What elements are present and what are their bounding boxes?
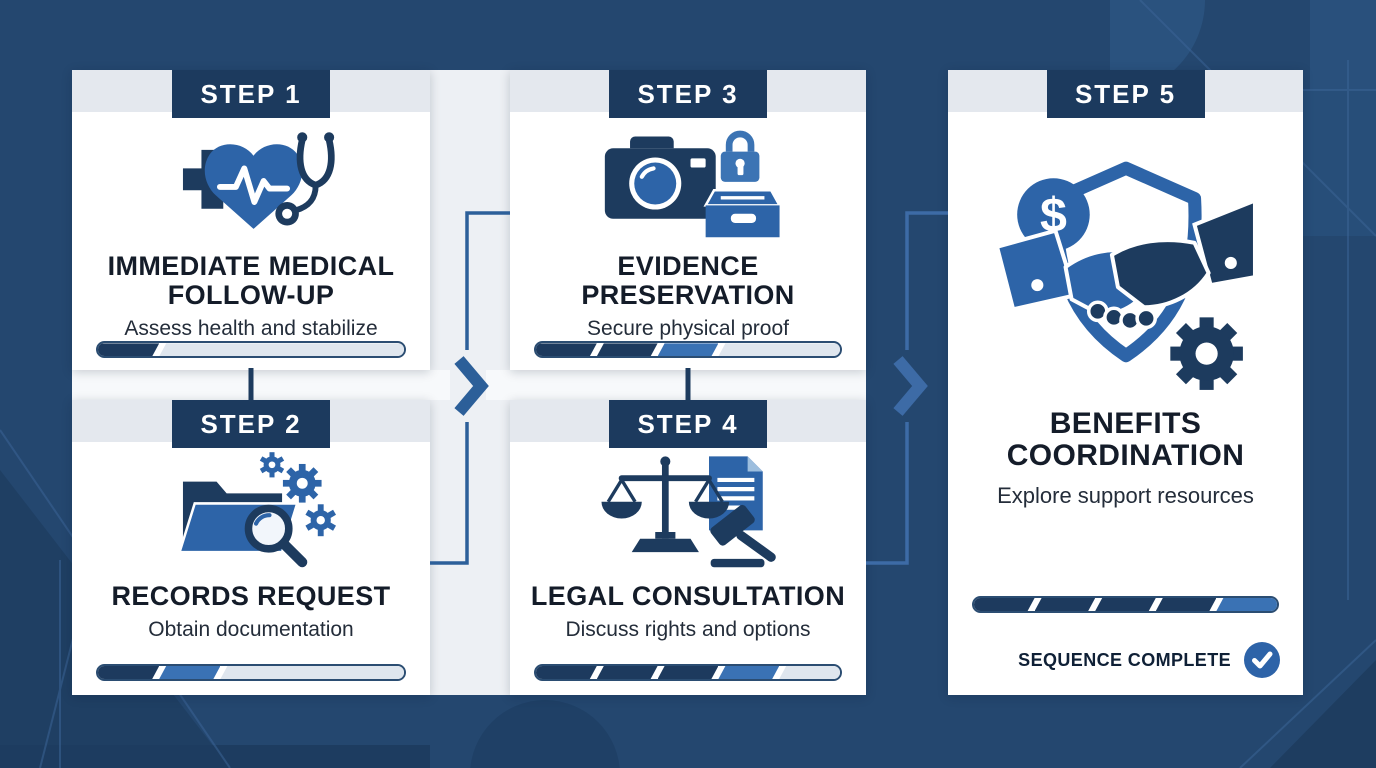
step-5-card: STEP 5 $ xyxy=(948,70,1303,695)
checkmark-icon xyxy=(1244,642,1280,678)
step-5-subtitle: Explore support resources xyxy=(997,482,1254,508)
step-4-title: LEGAL CONSULTATION xyxy=(530,581,846,611)
scales-gavel-document-icon xyxy=(578,448,798,574)
step-1-progress-bar xyxy=(96,341,406,359)
connector-step4-step5 xyxy=(866,211,948,565)
step-3-card: STEP 3 EVIDENCE PRESERVATION Secure p xyxy=(510,70,866,370)
step-3-subtitle: Secure physical proof xyxy=(587,317,789,341)
step-1-badge: STEP 1 xyxy=(172,70,330,118)
step-1-title: IMMEDIATE MEDICAL FOLLOW-UP xyxy=(107,251,395,311)
sequence-complete-label: SEQUENCE COMPLETE xyxy=(1018,649,1231,670)
medical-cross-heart-stethoscope-icon xyxy=(141,118,361,244)
folder-magnifier-gears-icon xyxy=(141,448,361,574)
step-5-header-strip: STEP 5 xyxy=(948,70,1303,118)
step-3-progress-bar xyxy=(534,341,842,359)
step-4-card: STEP 4 xyxy=(510,400,866,695)
step-2-title: RECORDS REQUEST xyxy=(111,581,391,611)
step-2-card: STEP 2 xyxy=(72,400,430,695)
step-4-header-strip: STEP 4 xyxy=(510,400,866,448)
step-2-header-strip: STEP 2 xyxy=(72,400,430,448)
card-row-gap xyxy=(72,370,866,400)
step-2-subtitle: Obtain documentation xyxy=(148,618,354,642)
step-4-subtitle: Discuss rights and options xyxy=(565,618,811,642)
step-3-title: EVIDENCE PRESERVATION xyxy=(581,251,795,311)
camera-padlock-archive-icon xyxy=(578,118,798,244)
handshake-shield-coin-gear-icon: $ xyxy=(994,148,1257,392)
sequence-complete-row: SEQUENCE COMPLETE xyxy=(1018,641,1281,679)
step-3-header-strip: STEP 3 xyxy=(510,70,866,118)
step-1-subtitle: Assess health and stabilize xyxy=(124,317,378,341)
step-1-card: STEP 1 IMMEDIATE MEDICAL FOLLOW-UP Asses… xyxy=(72,70,430,370)
arrow-right-icon xyxy=(893,356,928,416)
step-4-progress-bar xyxy=(534,664,842,681)
step-5-progress-bar xyxy=(972,596,1279,613)
step-5-title: BENEFITS COORDINATION xyxy=(1006,407,1245,473)
step-1-header-strip: STEP 1 xyxy=(72,70,430,118)
step-3-badge: STEP 3 xyxy=(609,70,767,118)
step-2-badge: STEP 2 xyxy=(172,400,330,448)
step-2-progress-bar xyxy=(96,664,406,681)
step-4-badge: STEP 4 xyxy=(609,400,767,448)
step-5-badge: STEP 5 xyxy=(1046,70,1205,118)
